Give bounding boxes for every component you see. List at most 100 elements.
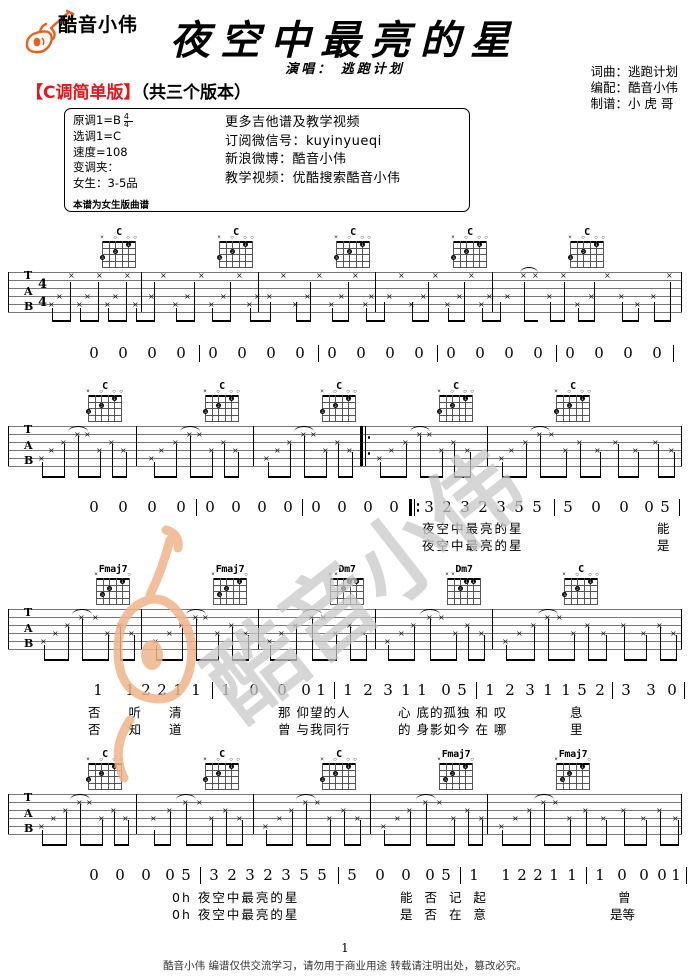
chord-diagram: C ×○ ○○ 1 2 3: [82, 749, 128, 790]
melody-note: 3: [646, 681, 656, 699]
melody-note: 1: [316, 681, 326, 699]
chord-name: Dm7: [338, 564, 356, 575]
tab-letter-b: B: [24, 637, 34, 650]
melody-note: 0: [652, 344, 662, 362]
melody-note: 1: [501, 866, 511, 884]
melody-note: 0: [619, 498, 629, 516]
melody-note: 0: [385, 344, 395, 362]
staff-time-sig-num: 4: [38, 277, 48, 292]
chord-diagram: C ×○ ○○ 1 2 3: [447, 227, 493, 268]
credit-arranger: 编配：酷音小伟: [590, 80, 678, 95]
chord-row-3: Fmaj7 ×○ 1 2 3 Fmaj7: [0, 565, 690, 611]
melody-note: 3: [383, 681, 393, 699]
chord-diagram: C ×○ ○○ 1 2 3: [330, 227, 376, 268]
melody-note: 3: [525, 681, 535, 699]
credits-block: 词曲：逃跑计划 编配：酷音小伟 制谱：小 虎 哥: [590, 64, 678, 112]
chord-diagram: C ×○ ○○ 1 2 3: [199, 381, 245, 422]
lyric-line-top-2: 能 否 记 起: [400, 890, 490, 905]
chord-name: Fmaj7: [441, 749, 471, 760]
melody-note: 0: [425, 866, 435, 884]
melody-note: 0: [295, 344, 305, 362]
chord-name: Fmaj7: [98, 564, 128, 575]
lyric-line-top-4: 息: [570, 705, 583, 720]
melody-note: 5: [457, 681, 467, 699]
chord-grid: ×○ 1 2 3: [437, 757, 474, 790]
chord-grid: ×○ ○○ 1 2 3: [320, 389, 357, 422]
melody-note: 0: [165, 866, 175, 884]
chord-name: C: [453, 381, 459, 392]
version-label: 【C调简单版】（共三个版本）: [26, 78, 251, 103]
lyric-line-top-3: 曾: [618, 890, 631, 905]
melody-note: 2: [478, 498, 488, 516]
chord-name: C: [102, 749, 108, 760]
melody-note: 1: [469, 866, 479, 884]
melody-note: 5: [347, 866, 357, 884]
tab-staff-4: T A B ×× ×× ×× ×× ×× ×× ×× × ×× ×× ×× ××…: [8, 791, 683, 854]
melody-note: 0: [147, 498, 157, 516]
melody-note: 5: [660, 498, 670, 516]
chord-diagram: Fmaj7 ×○ 1 2 3: [433, 749, 479, 790]
version-black: （共三个版本）: [140, 83, 251, 103]
melody-note: 1: [595, 866, 605, 884]
chord-name: C: [102, 381, 108, 392]
melody-note: 5: [532, 498, 542, 516]
melody-note: 5: [181, 866, 191, 884]
chord-name: C: [336, 381, 342, 392]
melody-note: 0: [176, 344, 186, 362]
lyric-line-top: 否 听 清: [88, 705, 194, 720]
lyric-line-bottom: 夜空中最亮的星: [422, 538, 524, 553]
system-4: C ×○ ○○ 1 2 3 C: [0, 750, 690, 922]
chord-name: C: [578, 564, 584, 575]
chord-grid: ×○ 1 2 3: [94, 572, 131, 605]
melody-note: 3: [209, 866, 219, 884]
lyric-line-bottom-4: 里: [570, 722, 583, 737]
tab-letter-a: A: [24, 807, 33, 820]
chord-row-4: C ×○ ○○ 1 2 3 C: [0, 750, 690, 796]
melody-note: 0: [89, 866, 99, 884]
chord-diagram: Dm7 ×× 1 1 2: [324, 564, 370, 605]
melody-note: 0: [504, 344, 514, 362]
melody-note: 0: [363, 498, 373, 516]
tab-staff-3: T A B ×× ×× ×× ×× ×× ×× ×× ×× ×× ×× ×× ×…: [8, 606, 683, 669]
tab-letter-b: B: [24, 300, 34, 313]
info-female-capo: 女生：3-5品: [73, 175, 138, 190]
melody-note: 1: [417, 681, 427, 699]
page-number: 1: [341, 941, 349, 955]
lyric-line-top-tail: 能: [657, 521, 670, 536]
melody-note: 0: [594, 344, 604, 362]
melody-note: 3: [245, 866, 255, 884]
melody-note: 1: [93, 681, 103, 699]
melody-note: 3: [281, 866, 291, 884]
chord-grid: ×○ ○○ 1 2 3: [86, 757, 123, 790]
melody-note: 1: [671, 866, 681, 884]
tab-letter-t: T: [24, 269, 33, 282]
melody-note: 0: [375, 866, 385, 884]
melody-note: 0: [115, 866, 125, 884]
chord-name: C: [467, 227, 473, 238]
chord-name: C: [350, 227, 356, 238]
melody-note: 2: [442, 498, 452, 516]
brand-logo: [22, 8, 172, 56]
info-weibo: 新浪微博：酷音小伟: [225, 152, 347, 167]
tab-staff-2: T A B ×× ×× ×× ×× ×× ×× ×× ×× ×× ×× ×× ×…: [8, 423, 683, 486]
chord-name: C: [219, 749, 225, 760]
melody-note: 2: [141, 681, 151, 699]
melody-note: 0: [356, 344, 366, 362]
chord-name: C: [219, 381, 225, 392]
melody-note: 0: [205, 498, 215, 516]
lyric-line-bottom-3: 的 身影如今 在 哪: [398, 722, 508, 737]
chord-grid: ×○ ○○ 1 2 3: [562, 572, 599, 605]
chord-grid: ×○ 1 2 3: [554, 757, 591, 790]
lyric-line-bottom-3: 是等: [610, 907, 636, 922]
melody-note: 0: [208, 344, 218, 362]
system-2: C ×○ ○○ 1 2 3 C: [0, 381, 690, 553]
melody-note: 0: [283, 498, 293, 516]
melody-note: 0: [266, 344, 276, 362]
melody-note: 0: [657, 866, 667, 884]
chord-name: Fmaj7: [558, 749, 588, 760]
melody-note: 0: [311, 498, 321, 516]
melody-note: 2: [263, 866, 273, 884]
chord-diagram: C ×○ ○○ 1 2 3: [316, 381, 362, 422]
